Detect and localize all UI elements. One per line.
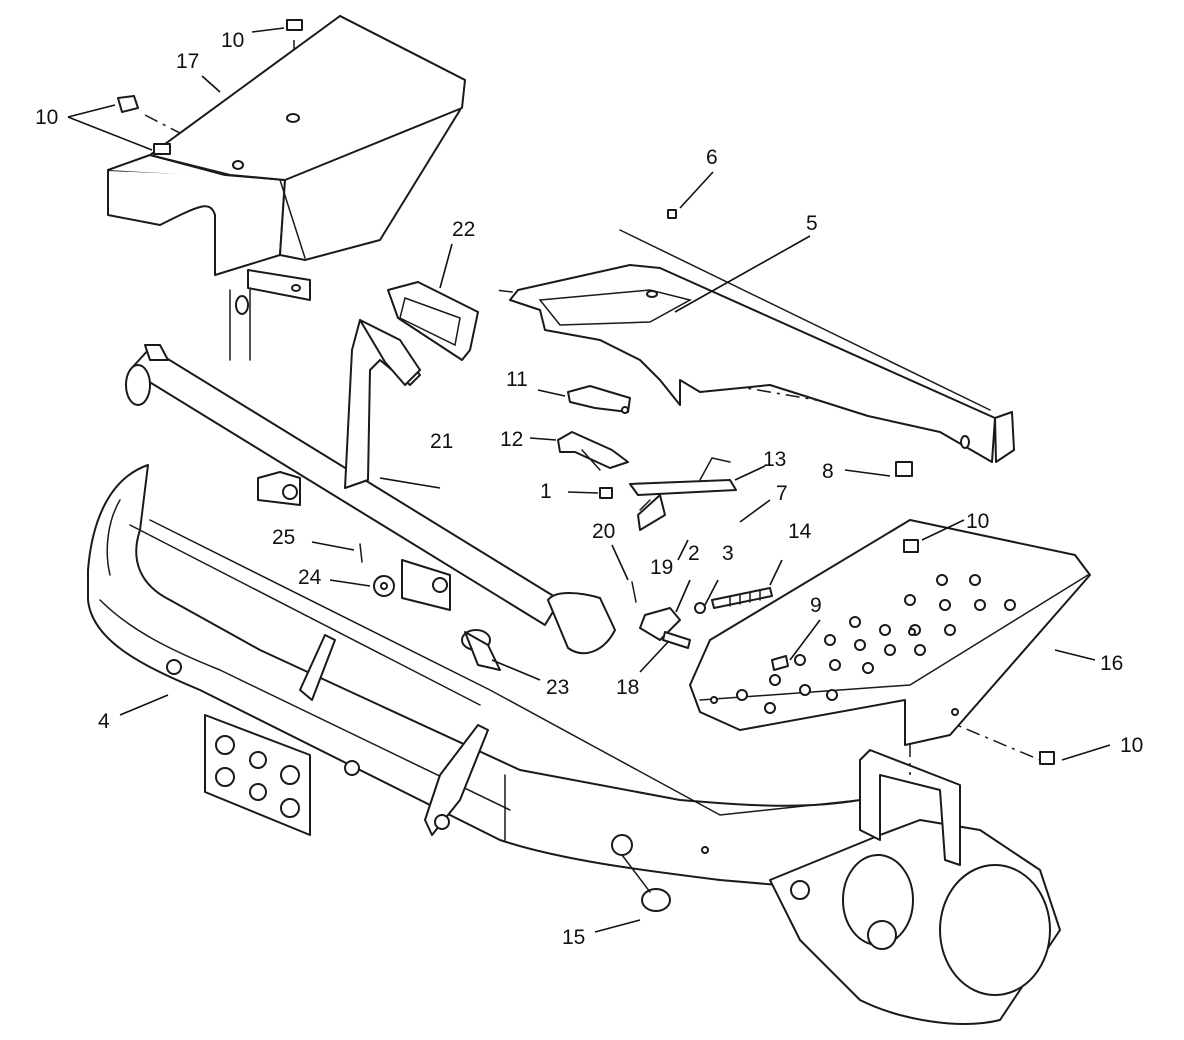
- main-frame: [87, 464, 1061, 1025]
- callout-9: 9: [810, 594, 822, 617]
- callout-10-left: 10: [35, 106, 58, 129]
- callout-25: 25: [272, 526, 295, 549]
- callout-leaders: [67, 27, 1111, 933]
- callout-10-lower: 10: [1120, 734, 1143, 757]
- callout-1: 1: [540, 480, 552, 503]
- callout-6: 6: [706, 146, 718, 169]
- callout-11: 11: [506, 368, 528, 391]
- callout-24: 24: [298, 566, 322, 589]
- callout-3: 3: [722, 542, 734, 565]
- callout-13: 13: [763, 448, 786, 471]
- callout-16: 16: [1100, 652, 1123, 675]
- left-cover: [107, 15, 466, 315]
- callout-8: 8: [822, 460, 834, 483]
- callout-22: 22: [452, 218, 475, 241]
- callout-18: 18: [616, 676, 639, 699]
- brake-pedal: [344, 281, 479, 489]
- callout-12: 12: [500, 428, 523, 451]
- callout-19: 19: [650, 556, 673, 579]
- callout-21: 21: [430, 430, 453, 453]
- callout-2: 2: [688, 542, 700, 565]
- callout-20: 20: [592, 520, 615, 543]
- callout-17: 17: [176, 50, 199, 73]
- callout-23: 23: [546, 676, 569, 699]
- callout-labels: 10 17 10 6 5 22 11 12 21 13 8 1 7 10 20 …: [35, 29, 1143, 949]
- callout-5: 5: [806, 212, 818, 235]
- right-cover: [509, 229, 1015, 463]
- hardware: [117, 19, 1055, 912]
- footrest: [689, 519, 1091, 746]
- callout-7: 7: [776, 482, 788, 505]
- callout-10-right: 10: [966, 510, 989, 533]
- linkage-parts: [359, 385, 773, 671]
- callout-14: 14: [788, 520, 812, 543]
- callout-4: 4: [98, 710, 110, 733]
- callout-15: 15: [562, 926, 585, 949]
- callout-10-top: 10: [221, 29, 244, 52]
